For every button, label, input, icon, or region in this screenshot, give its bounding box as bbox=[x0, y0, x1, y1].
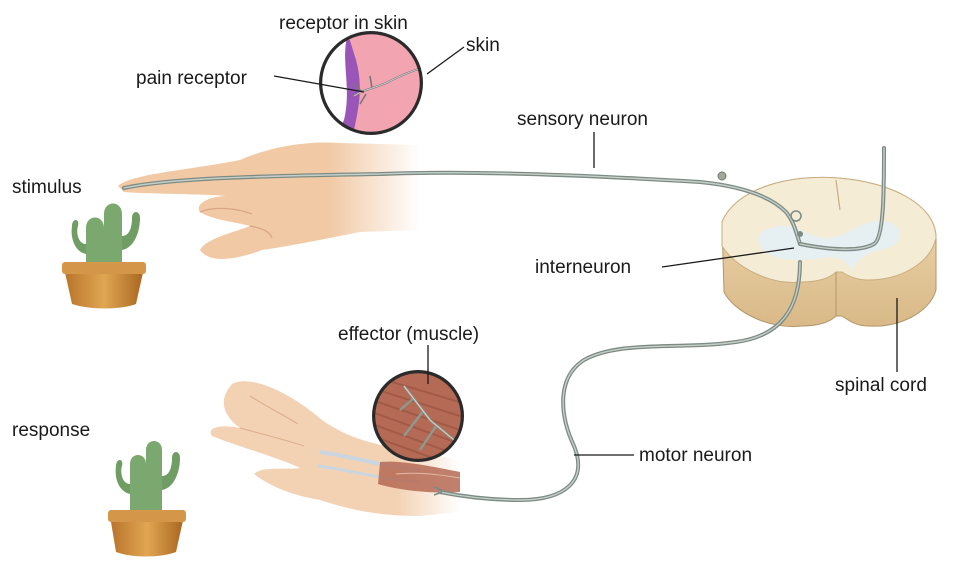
cactus-stimulus bbox=[62, 204, 146, 309]
label-spinal-cord: spinal cord bbox=[835, 375, 927, 396]
label-interneuron: interneuron bbox=[535, 257, 631, 278]
label-pain-receptor: pain receptor bbox=[136, 68, 248, 89]
label-effector: effector (muscle) bbox=[338, 324, 479, 345]
label-response: response bbox=[12, 420, 90, 441]
label-skin: skin bbox=[466, 35, 500, 56]
stimulus-hand bbox=[118, 142, 420, 259]
label-stimulus: stimulus bbox=[12, 177, 82, 198]
cactus-response bbox=[108, 441, 186, 557]
label-motor-neuron: motor neuron bbox=[639, 445, 752, 466]
label-sensory-neuron: sensory neuron bbox=[517, 109, 648, 130]
skin-leader bbox=[427, 47, 464, 74]
spinal-cord bbox=[722, 177, 936, 326]
label-receptor-in-skin: receptor in skin bbox=[279, 13, 408, 34]
receptor-inset bbox=[318, 30, 428, 140]
